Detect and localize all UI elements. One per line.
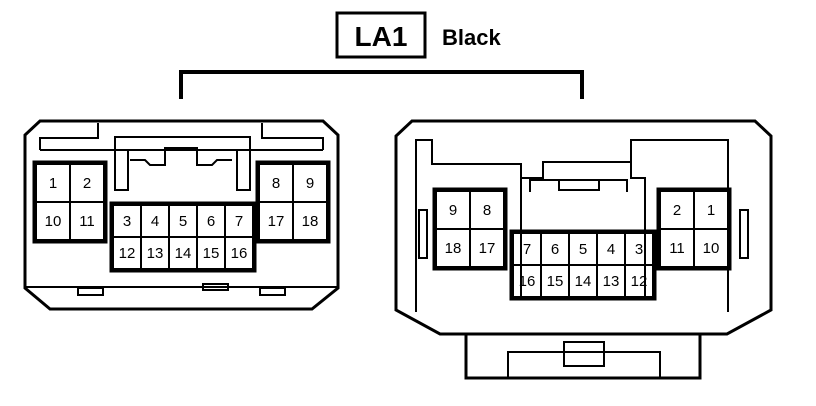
pin-label: 18: [302, 213, 319, 230]
pin-label: 11: [79, 213, 95, 230]
pin-label: 4: [151, 213, 159, 230]
pin-label: 6: [551, 241, 559, 258]
pin-label: 12: [631, 273, 648, 290]
pin-label: 8: [272, 175, 280, 192]
right-bottom-lock-inner: [507, 351, 661, 378]
pin-label: 5: [179, 213, 187, 230]
pin-cell: [292, 201, 328, 241]
pin-label: 15: [203, 245, 220, 262]
connector-code: LA1: [355, 21, 408, 52]
right-lock-frame: [529, 179, 628, 192]
pin-label: 5: [579, 241, 587, 258]
pin-cell: [693, 228, 729, 268]
pin-block: [109, 201, 257, 273]
left-bottom-tab: [259, 287, 286, 296]
pin-label: 18: [445, 240, 462, 257]
pin-label: 13: [603, 273, 620, 290]
left-lock-key: [130, 147, 232, 166]
pin-label: 16: [231, 245, 248, 262]
pair-bracket: [179, 70, 584, 99]
pin-block: [509, 229, 657, 301]
pin-cell: [224, 236, 254, 270]
pin-block: [32, 160, 108, 244]
pin-label: 1: [49, 175, 57, 192]
pin-label: 14: [175, 245, 192, 262]
pin-cell: [69, 201, 105, 241]
pin-label: 16: [519, 273, 536, 290]
pin-label: 7: [235, 213, 243, 230]
connector-color: Black: [442, 25, 501, 50]
pin-label: 10: [703, 240, 720, 257]
pin-label: 15: [547, 273, 564, 290]
pin-label: 12: [119, 245, 136, 262]
pin-label: 9: [449, 202, 457, 219]
pin-cell: [624, 264, 654, 298]
right-housing-inner: [415, 139, 729, 312]
right-side-notch: [739, 209, 749, 259]
left-connector-housing: [23, 119, 340, 311]
right-bottom-lock: [464, 335, 702, 380]
pin-block: [432, 187, 508, 271]
pin-cell: [469, 228, 505, 268]
pin-label: 14: [575, 273, 592, 290]
left-lock-tab: [114, 136, 251, 191]
left-bottom-tab: [77, 287, 104, 296]
pin-label: 17: [268, 213, 285, 230]
pin-block: [255, 160, 331, 244]
pin-label: 1: [707, 202, 715, 219]
pin-label: 7: [523, 241, 531, 258]
pin-label: 9: [306, 175, 314, 192]
left-bottom-tab: [202, 283, 229, 291]
pin-label: 2: [83, 175, 91, 192]
right-bottom-lock-key: [563, 341, 605, 367]
pin-label: 11: [669, 240, 685, 257]
pin-label: 3: [123, 213, 131, 230]
right-connector-housing: [394, 119, 773, 336]
pin-label: 13: [147, 245, 164, 262]
pin-label: 3: [635, 241, 643, 258]
pin-block: [656, 187, 732, 271]
right-side-notch: [418, 209, 428, 259]
pin-label: 17: [479, 240, 496, 257]
pin-label: 2: [673, 202, 681, 219]
right-housing-inner-step: [520, 162, 646, 300]
pin-label: 8: [483, 202, 491, 219]
right-lock-slot: [558, 179, 600, 191]
pin-label: 6: [207, 213, 215, 230]
pin-label: 4: [607, 241, 615, 258]
connector-code-box: [335, 11, 427, 59]
pin-label: 10: [45, 213, 62, 230]
